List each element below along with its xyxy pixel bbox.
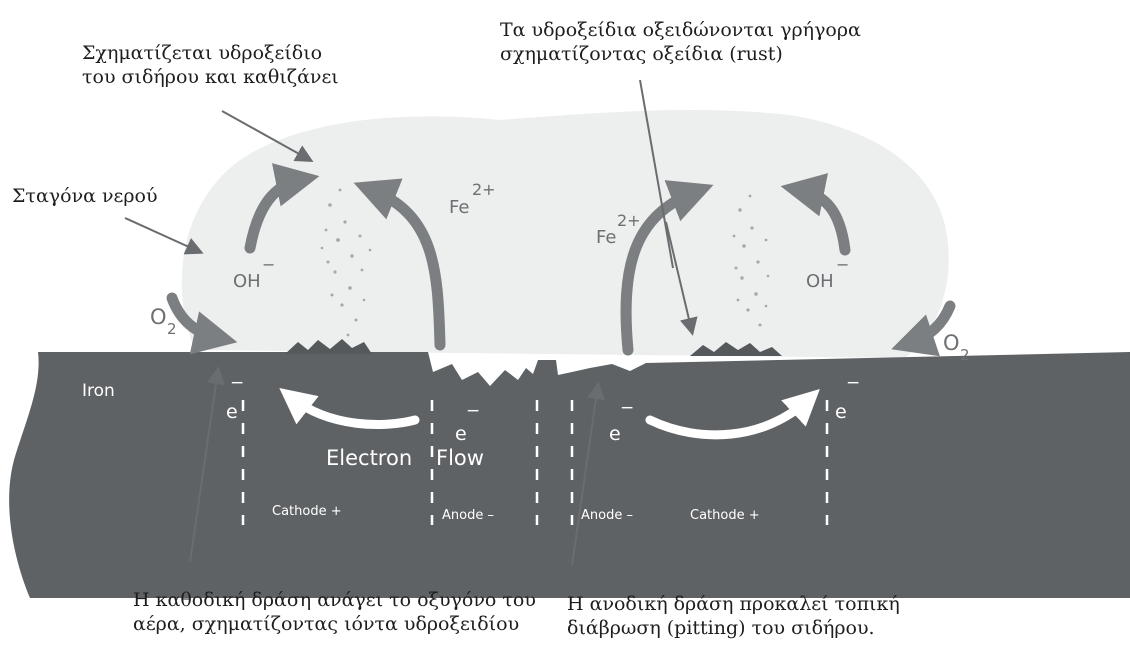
oh-minus-right: − — [836, 255, 849, 274]
electron-minus-1: − — [230, 373, 244, 393]
electron-label-4: e — [835, 401, 847, 423]
caption-line: σχηματίζοντας οξείδια (rust) — [500, 42, 861, 66]
caption-line: Τα υδροξείδια οξειδώνονται γρήγορα — [500, 18, 861, 42]
fe-label-right: Fe — [596, 227, 616, 248]
o2-label-right: O — [943, 331, 960, 355]
electron-label-3: e — [609, 423, 621, 445]
cathode-label-left: Cathode + — [272, 504, 342, 519]
caption-line: Σχηματίζεται υδροξείδιο — [82, 41, 339, 65]
o2-label-left: O — [150, 305, 167, 329]
caption-line: Η ανοδική δράση προκαλεί τοπική — [567, 592, 900, 616]
oh-label-left: OH — [233, 271, 261, 292]
caption-cathodic-action: Η καθοδική δράση ανάγει το οξυγόνο του α… — [133, 588, 536, 636]
iron-bar — [9, 352, 1130, 598]
caption-hydroxide-precipitates: Σχηματίζεται υδροξείδιο του σιδήρου και … — [82, 41, 339, 89]
fe-charge-left: 2+ — [472, 180, 496, 199]
oh-label-right: OH — [806, 271, 834, 292]
o2-sub-left: 2 — [167, 320, 177, 338]
electron-flow-word-2: Flow — [436, 446, 484, 470]
caption-line: αέρα, σχηματίζοντας ιόντα υδροξειδίου — [133, 612, 536, 636]
fe-charge-right: 2+ — [617, 211, 641, 230]
caption-water-drop: Σταγόνα νερού — [12, 184, 158, 208]
caption-line: διάβρωση (pitting) του σιδήρου. — [567, 616, 900, 640]
caption-line: του σιδήρου και καθιζάνει — [82, 65, 339, 89]
anode-label-right: Anode – — [581, 508, 633, 523]
caption-anodic-action: Η ανοδική δράση προκαλεί τοπική διάβρωση… — [567, 592, 900, 640]
anode-label-left: Anode – — [442, 508, 494, 523]
fe-label-left: Fe — [449, 197, 469, 218]
o2-sub-right: 2 — [960, 346, 970, 364]
electron-minus-4: − — [846, 373, 860, 393]
oh-minus-left: − — [262, 255, 275, 274]
caption-line: Σταγόνα νερού — [12, 184, 158, 208]
cathode-label-right: Cathode + — [690, 508, 760, 523]
caption-rust-oxidation: Τα υδροξείδια οξειδώνονται γρήγορα σχημα… — [500, 18, 861, 66]
electron-flow-word-1: Electron — [326, 446, 412, 470]
iron-label: Iron — [82, 381, 115, 401]
electron-minus-2: − — [466, 401, 480, 421]
electron-label-2: e — [455, 423, 467, 445]
electron-label-1: e — [226, 401, 238, 423]
water-drop — [182, 110, 949, 358]
electron-minus-3: − — [620, 398, 634, 418]
caption-line: Η καθοδική δράση ανάγει το οξυγόνο του — [133, 588, 536, 612]
